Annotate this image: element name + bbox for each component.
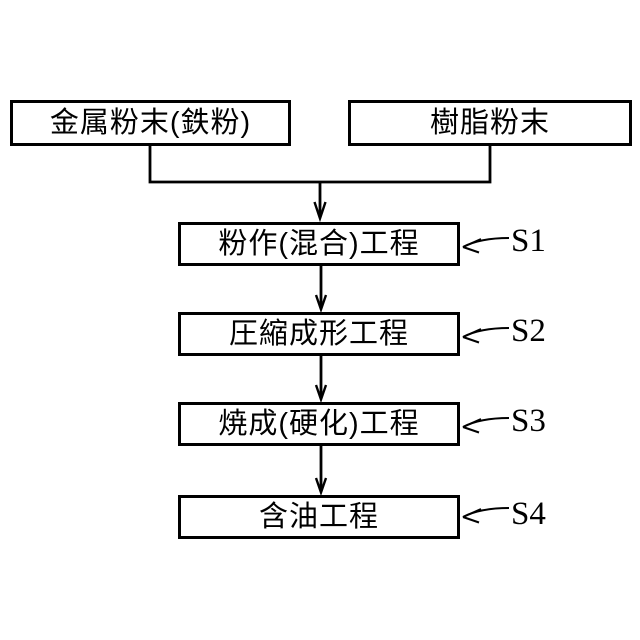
leader-arrow-s2: [462, 327, 510, 344]
step-box-oil-impregnation-label: 含油工程: [258, 500, 379, 533]
flow-arrow-step2-step3: [314, 355, 328, 404]
leader-arrow-s1: [462, 237, 510, 254]
step-box-compression-molding: 圧縮成形工程: [178, 312, 460, 356]
step-box-firing-hardening-label: 焼成(硬化)工程: [218, 407, 420, 440]
leader-arrow-s4: [462, 507, 510, 524]
step-tag-s3: S3: [511, 403, 546, 439]
source-box-resin-powder: 樹脂粉末: [348, 100, 632, 146]
flow-arrow-step1-step2: [314, 265, 328, 314]
step-box-compression-molding-label: 圧縮成形工程: [228, 317, 409, 350]
merge-connector: [148, 145, 492, 223]
step-tag-s4: S4: [511, 496, 546, 532]
step-box-mixing-label: 粉作(混合)工程: [218, 227, 420, 260]
step-box-mixing: 粉作(混合)工程: [178, 222, 460, 266]
source-box-metal-powder: 金属粉末(鉄粉): [10, 100, 291, 146]
leader-arrow-s3: [462, 417, 510, 434]
source-box-metal-powder-label: 金属粉末(鉄粉): [49, 106, 252, 139]
step-box-firing-hardening: 焼成(硬化)工程: [178, 402, 460, 446]
step-tag-s2: S2: [511, 313, 546, 349]
flow-arrow-step3-step4: [314, 445, 328, 497]
source-box-resin-powder-label: 樹脂粉末: [429, 106, 550, 139]
step-box-oil-impregnation: 含油工程: [178, 495, 460, 539]
step-tag-s1: S1: [511, 223, 546, 259]
